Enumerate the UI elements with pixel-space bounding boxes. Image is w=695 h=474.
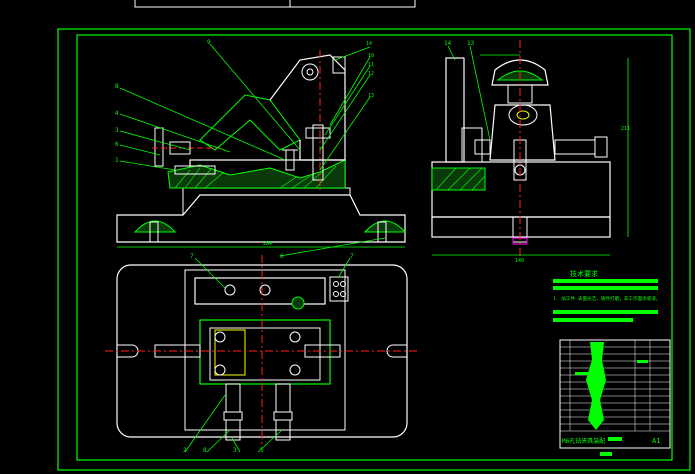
balloon-7b: 7 [350,253,354,260]
front-base-step [182,187,351,215]
side-leaders [447,45,520,141]
plan-clamp-inner [209,327,321,381]
front-top-screw [332,56,346,74]
balloon-8-plan: 8 [203,447,207,454]
plan-bolt-1 [224,284,236,296]
notes-bar-3 [553,310,658,314]
plan-bolt-5 [214,364,226,376]
side-dim-height-text: 211 [621,126,630,132]
balloon-1: 1 [115,157,119,164]
plan-slot-right [386,344,407,358]
front-vertical-screw [312,124,324,181]
notes-bar-2 [553,286,658,290]
balloon-11: 11 [368,62,374,68]
balloon-4: 4 [115,110,119,117]
plan-bolt-6 [289,364,301,376]
previous-sheet-fragment [134,0,416,8]
title-block-rows [560,340,670,432]
plan-top-block [194,277,326,305]
notes-line-1: 1. 加工件 表面光洁，铸件打磨，非工作面涂底漆。 [553,295,661,302]
balloon-12: 12 [368,71,374,77]
side-column [445,57,465,163]
front-pin-left [133,220,177,233]
balloon-3-plan: 3 [233,447,237,454]
notes-title: 技术要求 [570,269,598,278]
title-block-mark-1 [608,437,622,441]
side-right-nut [594,136,608,158]
plan-side-bolt-a [333,281,339,287]
title-block[interactable]: M6孔钻夹具装配 A1 [559,339,671,456]
technical-notes: 技术要求 1. 加工件 表面光洁，铸件打磨，非工作面涂底漆。 [553,269,661,322]
plan-side-bolt-d [340,291,346,297]
title-block-name: M6孔钻夹具装配 [562,437,605,445]
front-pivot-inner [306,68,314,76]
side-right-screw [554,139,596,155]
front-left-bolt [154,127,164,167]
front-pin-right [363,220,407,233]
title-block-green-bar [575,372,595,375]
side-left-screw [474,139,491,155]
inner-frame [76,34,673,461]
notes-bar-4 [553,318,633,322]
front-pin-right-body [377,221,387,243]
title-block-sheet: A1 [652,437,660,445]
balloon-7a: 7 [190,253,194,260]
side-left-hatch [431,167,486,191]
plan-fixture-plate [184,269,346,431]
balloon-13-side: 13 [467,40,475,47]
balloon-10: 10 [368,53,374,59]
plan-bolt-4 [289,331,301,343]
front-pin-left-body [149,221,159,243]
side-view[interactable]: 140 211 14 13 [431,40,630,264]
side-dim-width-text: 140 [515,258,524,264]
front-dim-text: 284 [263,241,272,247]
balloon-3: 3 [115,127,119,134]
plan-workpiece [214,329,246,376]
plan-bolt-3 [214,331,226,343]
title-block-frame [559,339,671,449]
front-pivot-circle [301,63,319,81]
balloon-14-top: 14 [366,41,372,47]
plan-bolt-2 [259,284,271,296]
balloon-6-base: 6 [280,253,284,260]
outer-frame [57,28,691,471]
balloon-9: 9 [207,39,211,46]
plan-leaders [184,257,351,453]
notes-bar-1 [553,279,658,283]
side-hatch-lines [435,167,486,191]
side-bearing [508,104,538,126]
balloon-6: 6 [115,141,119,148]
side-bearing-inner [516,110,530,120]
side-clamp-head [491,59,549,86]
plan-view[interactable]: 7 7 2 8 3 5 [105,253,420,454]
title-block-small-bar [637,360,648,363]
balloon-8: 8 [115,83,119,90]
balloon-2: 2 [183,447,187,454]
balloon-5: 5 [260,447,264,454]
plan-lower-screws [223,383,293,441]
title-block-mark-2 [600,452,612,456]
title-block-green-column [586,342,606,430]
front-view[interactable]: 284 9 8 4 3 6 1 14 10 11 12 13 6 [115,39,407,260]
balloon-14-side: 14 [444,40,452,47]
side-column-block [461,127,483,163]
front-leaders [119,43,386,257]
plan-left-screw [154,344,201,358]
front-left-nut [169,141,191,155]
side-base-bottom [431,216,611,238]
balloon-13: 13 [368,93,374,99]
plan-side-bolt-c [333,291,339,297]
plan-pin-circle [291,296,305,310]
front-screw-nut [305,127,331,139]
front-swing-arm [199,94,301,151]
side-clamp-body [489,104,556,161]
front-base [116,194,406,243]
plan-side-bolt-b [340,281,346,287]
